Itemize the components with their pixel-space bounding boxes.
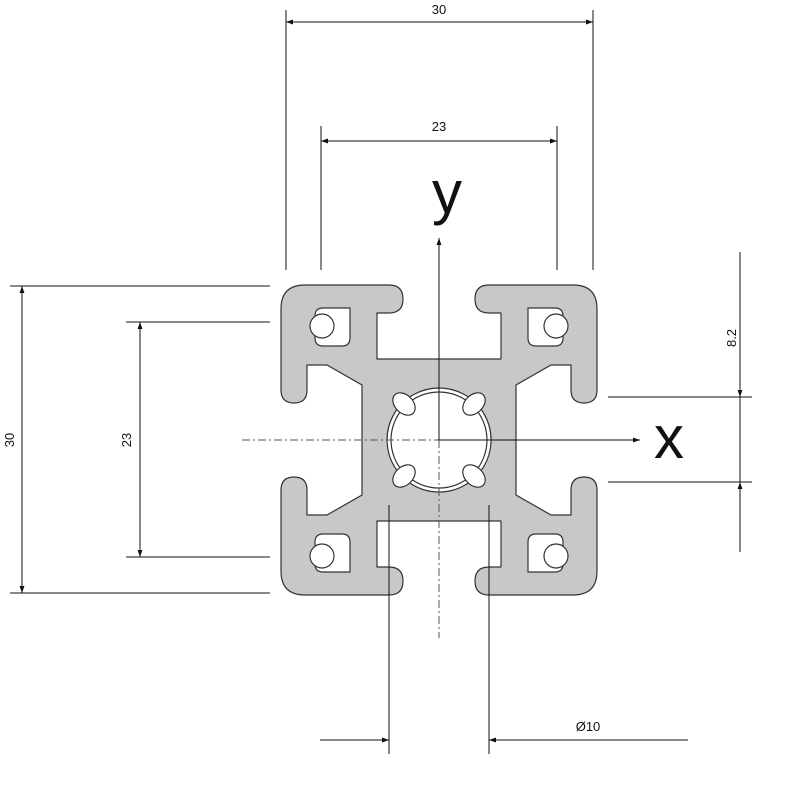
dimension-overall-height: 30 [2,285,270,594]
corner-hole-top-right [543,313,569,339]
dimension-bore-diameter: Ø10 [320,505,688,754]
dimension-inner-height: 23 [119,321,270,558]
overall-height-value: 30 [2,433,17,447]
dimension-inner-width: 23 [320,119,558,270]
dimension-slot-offset: 8.2 [608,252,752,552]
dimension-overall-width: 30 [285,2,594,270]
overall-width-value: 30 [432,2,446,17]
aluminium-profile-section [280,284,598,596]
corner-hole-bottom-left [309,543,335,569]
y-axis-label: y [432,159,462,226]
corner-hole-bottom-right [543,543,569,569]
x-axis-label: x [654,404,684,471]
slot-offset-value: 8.2 [724,329,739,347]
bore-diameter-value: Ø10 [576,719,601,734]
corner-hole-top-left [309,313,335,339]
inner-height-value: 23 [119,433,134,447]
inner-width-value: 23 [432,119,446,134]
